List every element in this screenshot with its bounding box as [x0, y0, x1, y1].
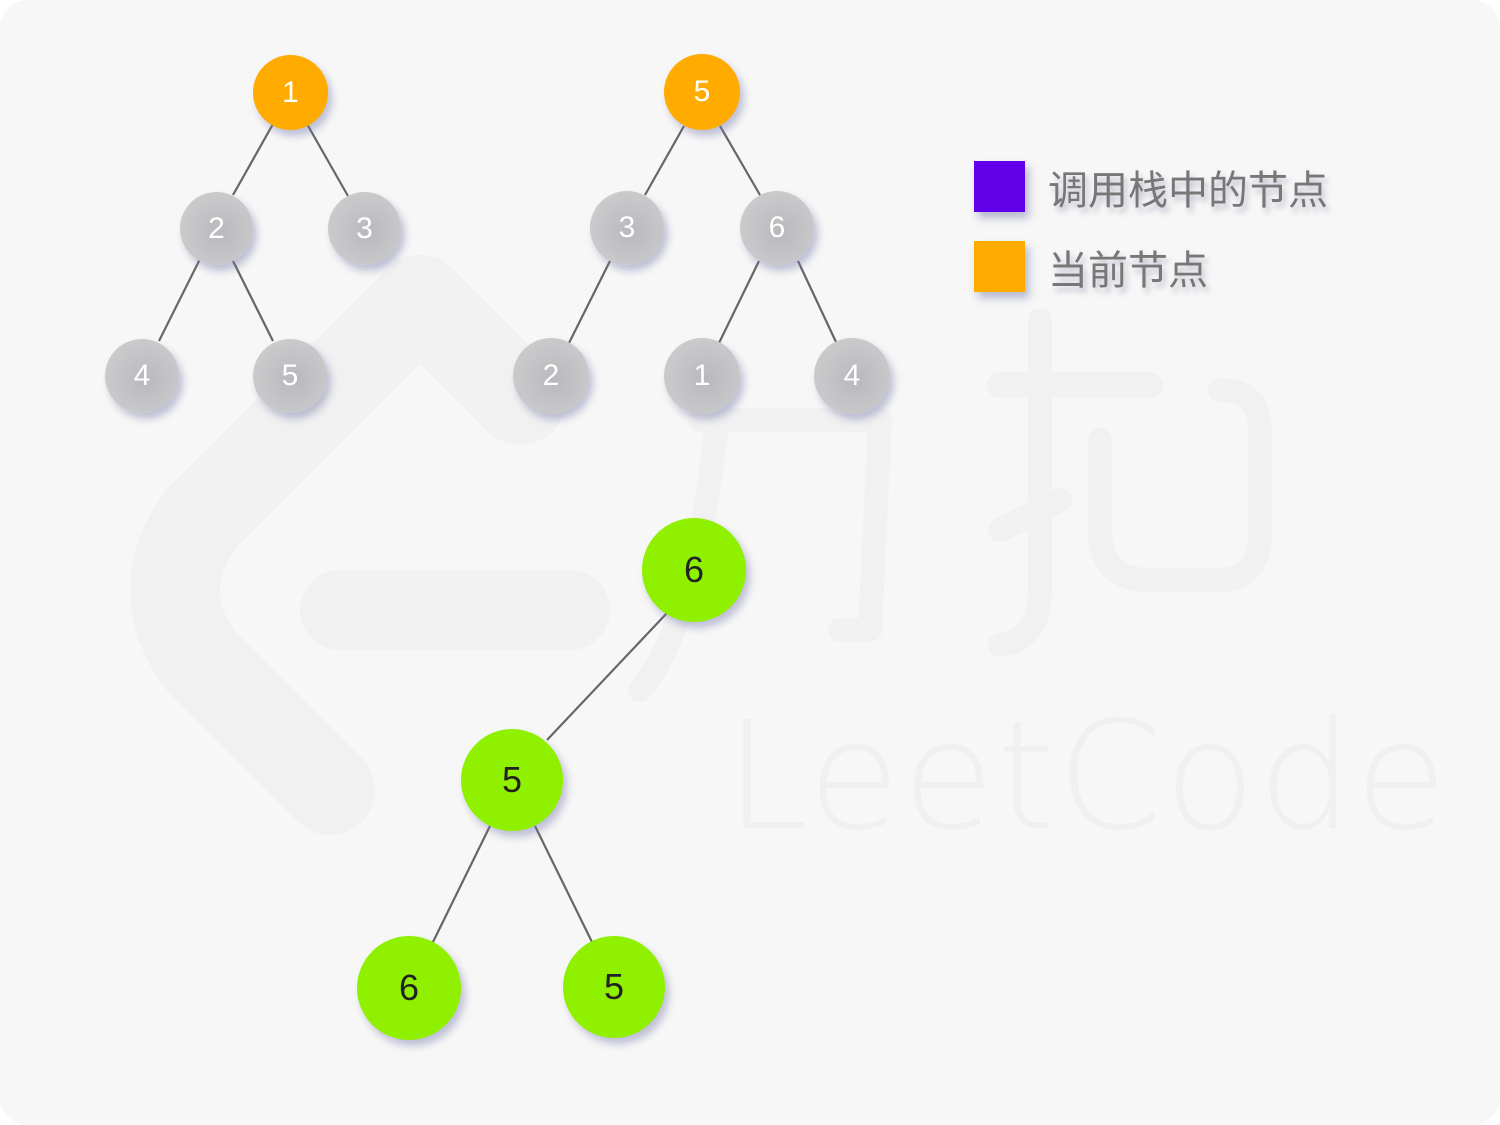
- node-value: 5: [603, 966, 625, 1007]
- node-value: 4: [843, 359, 861, 392]
- node-value: 6: [398, 967, 420, 1008]
- node-value: 1: [282, 75, 299, 109]
- result-tree-node: 5: [461, 729, 563, 831]
- tree-a-node: 3: [328, 192, 401, 265]
- tree-b-node: 3: [590, 191, 664, 265]
- legend-label: 当前节点: [1048, 247, 1208, 294]
- node-value: 2: [208, 211, 225, 245]
- tree-b-node-current: 5: [664, 54, 740, 130]
- legend-swatch-purple-icon: [974, 161, 1025, 212]
- legend-item-call-stack: 调用栈中的节点: [974, 161, 1328, 214]
- tree-b-node: 6: [740, 191, 814, 265]
- tree-b-node: 2: [513, 338, 589, 414]
- node-value: 5: [693, 75, 711, 108]
- result-tree-node: 6: [357, 936, 461, 1040]
- node-value: 6: [768, 211, 786, 244]
- result-tree-node: 5: [563, 936, 665, 1038]
- legend-swatch-orange-icon: [974, 241, 1025, 292]
- node-value: 3: [618, 211, 636, 244]
- node-value: 2: [542, 359, 560, 392]
- tree-a-node: 2: [180, 192, 253, 265]
- node-value: 6: [683, 549, 705, 590]
- tree-a-node: 4: [105, 339, 179, 413]
- node-value: 5: [501, 759, 523, 800]
- node-value: 4: [133, 359, 151, 392]
- tree-b-node: 1: [664, 338, 740, 414]
- node-value: 5: [281, 359, 299, 392]
- legend-item-current-node: 当前节点: [974, 241, 1208, 294]
- tree-a-node: 5: [253, 339, 327, 413]
- node-value: 1: [693, 359, 711, 392]
- result-tree-node: 6: [642, 518, 746, 622]
- tree-a-node-current: 1: [253, 55, 328, 130]
- watermark-brand-text: LeetCode: [725, 690, 1450, 864]
- node-value: 3: [356, 211, 373, 245]
- tree-b-node: 4: [814, 338, 890, 414]
- legend-label: 调用栈中的节点: [1048, 167, 1328, 214]
